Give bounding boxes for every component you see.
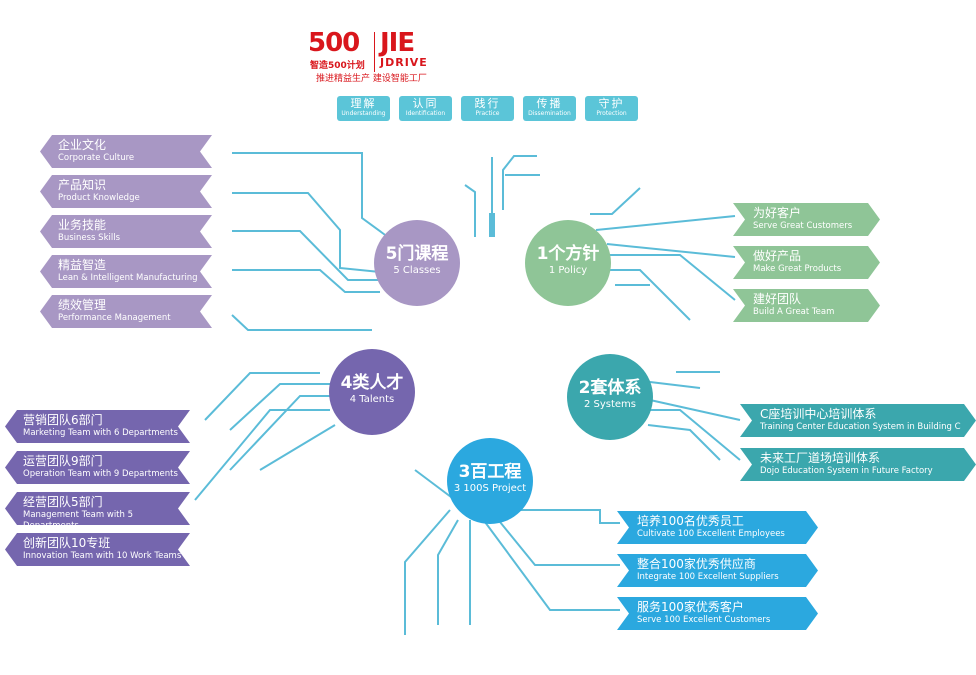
- item-label-cn: 创新团队10专班: [23, 536, 111, 550]
- tag-label-cn: 守护: [598, 97, 625, 110]
- item-label-cn: 建好团队: [753, 292, 802, 306]
- tag-label-cn: 传播: [536, 97, 563, 110]
- item-label-cn: 营销团队6部门: [23, 413, 103, 427]
- item-label-en: Lean & Intelligent Manufacturing: [58, 273, 198, 283]
- tag-label-en: Dissemination: [528, 110, 571, 117]
- item-label-en: Serve Great Customers: [753, 221, 853, 231]
- item-label-cn: 业务技能: [58, 218, 107, 232]
- hub-title-cn: 2套体系: [578, 378, 642, 398]
- hub-title-en: 1 Policy: [548, 265, 588, 276]
- item-label-en: Dojo Education System in Future Factory: [760, 466, 933, 476]
- item-label-cn: 做好产品: [753, 249, 802, 263]
- hub-title-cn: 4类人才: [340, 373, 404, 393]
- logo-brand: JIE: [380, 28, 415, 58]
- tag-label-cn: 认同: [412, 97, 439, 110]
- logo-number: 500: [308, 28, 360, 58]
- item-label-en: Business Skills: [58, 233, 121, 243]
- item-label-cn: 培养100名优秀员工: [637, 514, 744, 528]
- item-label-en: Corporate Culture: [58, 153, 135, 163]
- item-label-cn: 绩效管理: [58, 298, 107, 312]
- tag-label-en: Identification: [405, 110, 446, 117]
- logo: 500 JIE 智造500计划 JDRIVE 推进精益生产 建设智能工厂: [308, 28, 438, 84]
- item-label-cn: 精益智造: [58, 258, 107, 272]
- item-label-en: Build A Great Team: [753, 307, 835, 317]
- hub-title-en: 5 Classes: [393, 265, 441, 276]
- logo-slogan: 推进精益生产 建设智能工厂: [316, 74, 427, 84]
- hub-title-cn: 1个方针: [536, 244, 600, 264]
- item-label-cn: C座培训中心培训体系: [760, 407, 877, 421]
- hub-title-en: 4 Talents: [349, 394, 395, 405]
- item-label-en: Operation Team with 9 Departments: [23, 469, 178, 479]
- tag-label-cn: 理解: [350, 97, 377, 110]
- item-label-en: Product Knowledge: [58, 193, 140, 203]
- item-label-cn: 运营团队9部门: [23, 454, 103, 468]
- hub-title-en: 3 100S Project: [453, 483, 527, 494]
- tag-label-en: Protection: [596, 110, 627, 117]
- item-label-en: Integrate 100 Excellent Suppliers: [637, 572, 779, 582]
- logo-divider: [374, 32, 375, 72]
- item-label-en: Marketing Team with 6 Departments: [23, 428, 178, 438]
- hub-title-en: 2 Systems: [583, 399, 637, 410]
- item-label-en: Training Center Education System in Buil…: [760, 422, 961, 432]
- tag-label-cn: 践行: [474, 97, 501, 110]
- item-label-en: Performance Management: [58, 313, 171, 323]
- tag-label-en: Understanding: [341, 110, 386, 117]
- logo-sub-left: 智造500计划: [310, 61, 365, 71]
- tag-label-en: Practice: [475, 110, 500, 117]
- hub-title-cn: 3百工程: [458, 462, 522, 482]
- item-label-cn: 产品知识: [58, 178, 107, 192]
- item-label-cn: 经营团队5部门: [23, 495, 103, 509]
- item-label-cn: 服务100家优秀客户: [637, 600, 744, 614]
- item-label-en: Serve 100 Excellent Customers: [637, 615, 771, 625]
- item-label-en: Innovation Team with 10 Work Teams: [23, 551, 182, 561]
- item-label-en: Make Great Products: [753, 264, 842, 274]
- item-label-cn: 企业文化: [58, 138, 107, 152]
- item-label-cn: 整合100家优秀供应商: [637, 557, 756, 571]
- item-label-en: Cultivate 100 Excellent Employees: [637, 529, 785, 539]
- item-label-cn: 为好客户: [753, 206, 802, 220]
- logo-sub-right: JDRIVE: [380, 56, 428, 69]
- item-label-cn: 未来工厂道场培训体系: [760, 451, 881, 465]
- hub-title-cn: 5门课程: [385, 244, 449, 264]
